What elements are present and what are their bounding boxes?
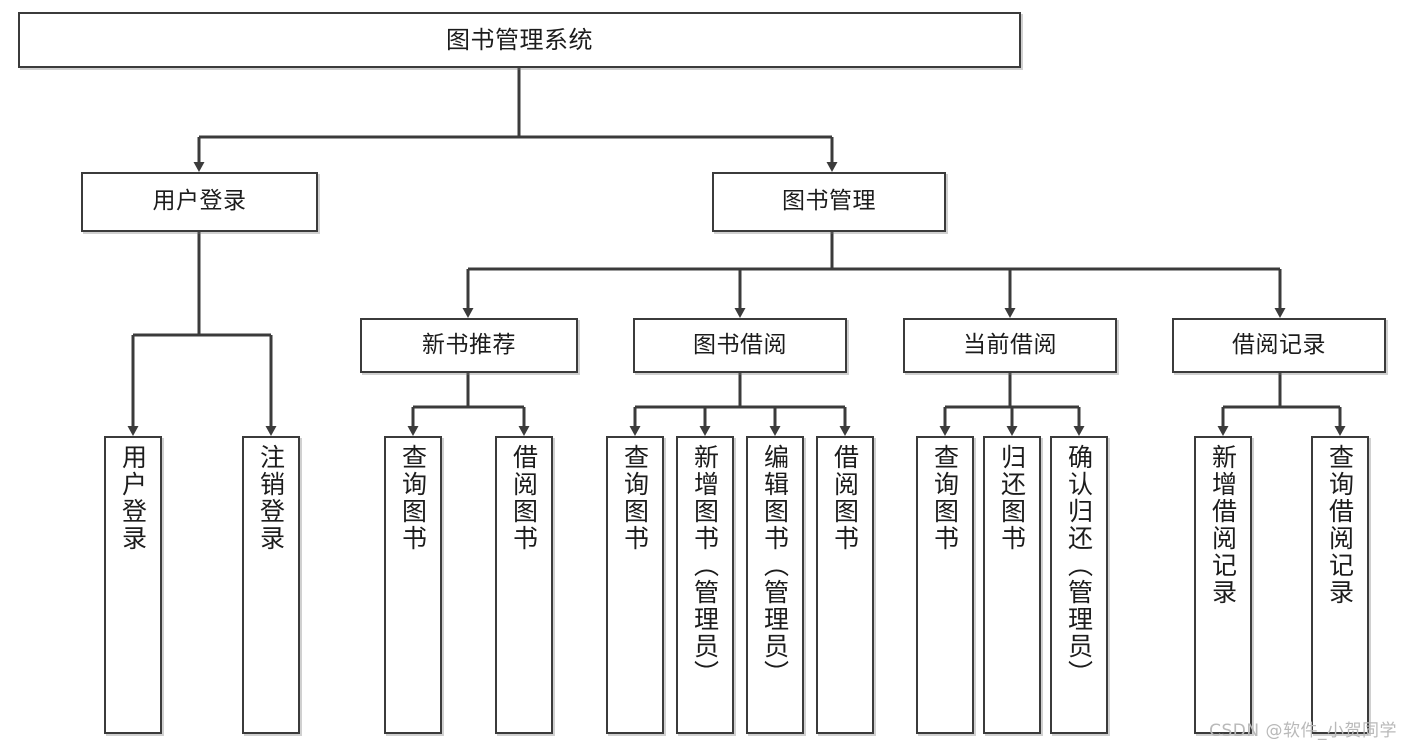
node-label: 当前借阅 (963, 331, 1057, 358)
node-borrow-record[interactable]: 借阅记录 (1172, 318, 1386, 373)
node-label: 注销登录 (256, 444, 286, 552)
node-label: 查询图书 (620, 444, 650, 552)
leaf-new-book-borrow-book[interactable]: 借阅图书 (495, 436, 553, 734)
node-label: 新增借阅记录 (1208, 444, 1238, 606)
leaf-book-borrow-edit-book-admin[interactable]: 编辑图书（管理员） (746, 436, 804, 734)
node-label: 图书借阅 (693, 331, 787, 358)
leaf-book-borrow-borrow-book[interactable]: 借阅图书 (816, 436, 874, 734)
node-label: 确认归还（管理员） (1064, 444, 1094, 687)
node-current-borrow[interactable]: 当前借阅 (903, 318, 1117, 373)
node-label: 借阅图书 (509, 444, 539, 552)
node-label: 图书管理系统 (446, 25, 593, 54)
node-label: 新增图书（管理员） (690, 444, 720, 687)
node-label: 查询借阅记录 (1325, 444, 1355, 606)
leaf-new-book-query-book[interactable]: 查询图书 (384, 436, 442, 734)
node-label: 查询图书 (930, 444, 960, 552)
leaf-user-login-logout[interactable]: 注销登录 (242, 436, 300, 734)
node-label: 用户登录 (118, 444, 148, 552)
node-label: 图书管理 (782, 188, 876, 215)
leaf-current-borrow-return-book[interactable]: 归还图书 (983, 436, 1041, 734)
leaf-current-borrow-query-book[interactable]: 查询图书 (916, 436, 974, 734)
leaf-book-borrow-query-book[interactable]: 查询图书 (606, 436, 664, 734)
node-label: 归还图书 (997, 444, 1027, 552)
node-book-management[interactable]: 图书管理 (712, 172, 946, 232)
node-label: 新书推荐 (422, 331, 516, 358)
leaf-borrow-record-add-record[interactable]: 新增借阅记录 (1194, 436, 1252, 734)
leaf-book-borrow-add-book-admin[interactable]: 新增图书（管理员） (676, 436, 734, 734)
leaf-user-login-login[interactable]: 用户登录 (104, 436, 162, 734)
node-label: 查询图书 (398, 444, 428, 552)
node-label: 用户登录 (152, 188, 247, 215)
watermark: CSDN @软件_小贺同学 (1209, 721, 1397, 741)
node-root-book-management-system[interactable]: 图书管理系统 (18, 12, 1021, 68)
leaf-borrow-record-query-record[interactable]: 查询借阅记录 (1311, 436, 1369, 734)
leaf-current-borrow-confirm-return-admin[interactable]: 确认归还（管理员） (1050, 436, 1108, 734)
node-label: 借阅记录 (1232, 331, 1326, 358)
node-new-book-recommend[interactable]: 新书推荐 (360, 318, 578, 373)
node-book-borrow[interactable]: 图书借阅 (633, 318, 847, 373)
node-user-login[interactable]: 用户登录 (81, 172, 318, 232)
node-label: 借阅图书 (830, 444, 860, 552)
node-label: 编辑图书（管理员） (760, 444, 790, 687)
